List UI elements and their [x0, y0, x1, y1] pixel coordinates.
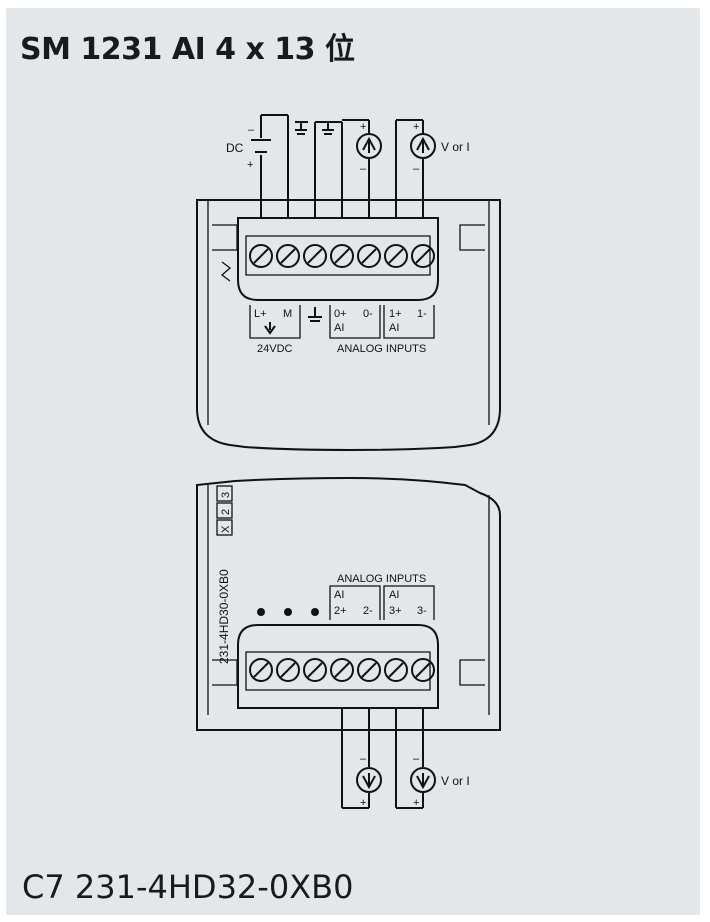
sensor4-minus-sign: –	[413, 753, 420, 765]
version-box-x: X	[220, 525, 232, 533]
terminal-label-2minus: 2-	[363, 605, 373, 617]
supply-arrow-down-icon	[264, 322, 276, 335]
bottom-screw-2	[276, 658, 300, 682]
version-box-2: 2	[220, 509, 232, 515]
ai-label: AI	[334, 589, 344, 601]
bottom-screw-strip	[245, 651, 431, 691]
terminal-label-m: M	[283, 308, 292, 320]
top-module-housing	[196, 199, 501, 452]
bottom-sensor-4	[410, 767, 436, 793]
top-screw-3	[303, 244, 327, 268]
bottom-sensor-3	[356, 767, 382, 793]
unused-terminal-dot	[257, 608, 265, 616]
top-screw-strip	[245, 235, 431, 276]
sensor2-minus-sign: –	[413, 163, 420, 175]
bottom-screw-4	[330, 658, 354, 682]
terminal-label-2plus: 2+	[334, 605, 347, 617]
version-box-3: 3	[220, 492, 232, 498]
dc-minus-sign: –	[248, 124, 255, 136]
top-sensor-1	[356, 133, 382, 159]
top-screw-4	[330, 244, 354, 268]
sensor4-plus-sign: +	[413, 797, 419, 809]
top-screw-1	[249, 244, 273, 268]
bottom-module	[196, 476, 501, 731]
top-terminal-screws	[249, 244, 435, 268]
top-screw-2	[276, 244, 300, 268]
terminal-label-0plus: 0+	[334, 308, 347, 320]
top-sensor-2	[410, 133, 436, 159]
top-terminal-block	[237, 217, 439, 301]
bottom-terminal-labels: ANALOG INPUTS AI 2+ 2- AI 3+ 3-	[329, 573, 435, 620]
bottom-module-housing	[196, 476, 501, 731]
bottom-screw-1	[249, 658, 273, 682]
dc-plus-sign: +	[247, 159, 253, 171]
current-down-arrow-icon	[362, 773, 376, 790]
ai-label: AI	[334, 322, 344, 334]
terminal-label-3plus: 3+	[389, 605, 402, 617]
terminal-label-lplus: L+	[254, 308, 267, 320]
top-left-clip	[212, 224, 238, 251]
current-up-arrow-icon	[362, 136, 376, 153]
bottom-terminal-screws	[249, 658, 435, 682]
top-wiring	[251, 114, 424, 218]
sensor1-plus-sign: +	[360, 121, 366, 133]
analog-inputs-label: ANALOG INPUTS	[337, 573, 426, 585]
figure-panel: SM 1231 AI 4 x 13 位 C7 231-4HD32-0XB0	[6, 8, 700, 915]
top-module	[196, 199, 501, 452]
current-down-arrow-icon	[416, 773, 430, 790]
ground-icon	[308, 307, 322, 322]
terminal-label-3minus: 3-	[417, 605, 427, 617]
dc-label: DC	[226, 141, 244, 155]
top-right-clip	[459, 224, 485, 251]
bottom-screw-5	[357, 658, 381, 682]
sensor1-minus-sign: –	[360, 163, 367, 175]
sensor-type-label: V or I	[441, 774, 470, 788]
top-ground-symbol-icon	[220, 261, 232, 282]
analog-inputs-label: ANALOG INPUTS	[337, 343, 426, 355]
bottom-right-clip	[459, 659, 485, 686]
bottom-wiring	[341, 708, 424, 809]
ground-icon	[295, 121, 308, 135]
ai-label: AI	[389, 322, 399, 334]
terminal-label-1minus: 1-	[417, 308, 427, 320]
supply-label: 24VDC	[257, 343, 293, 355]
bottom-screw-6	[384, 658, 408, 682]
bottom-screw-3	[303, 658, 327, 682]
ai-label: AI	[389, 589, 399, 601]
top-terminal-labels: L+ M 24VDC 0+ 0- AI 1+ 1- AI ANALOG INPU…	[249, 305, 435, 355]
part-number-label: 231-4HD30-0XB0	[217, 569, 231, 664]
unused-terminal-dot	[311, 608, 319, 616]
current-up-arrow-icon	[416, 136, 430, 153]
bottom-terminal-block	[237, 624, 439, 709]
top-screw-6	[384, 244, 408, 268]
ground-icon	[322, 121, 335, 135]
top-screw-5	[357, 244, 381, 268]
sensor2-plus-sign: +	[413, 121, 419, 133]
unused-terminal-dot	[284, 608, 292, 616]
bottom-screw-7	[411, 658, 435, 682]
order-number: C7 231-4HD32-0XB0	[22, 868, 354, 906]
top-screw-7	[411, 244, 435, 268]
sensor3-minus-sign: –	[360, 753, 367, 765]
sensor3-plus-sign: +	[360, 797, 366, 809]
terminal-label-0minus: 0-	[363, 308, 373, 320]
terminal-label-1plus: 1+	[389, 308, 402, 320]
page-title: SM 1231 AI 4 x 13 位	[20, 32, 355, 67]
version-boxes: X 2 3	[216, 485, 233, 536]
sensor-type-label: V or I	[441, 140, 470, 154]
